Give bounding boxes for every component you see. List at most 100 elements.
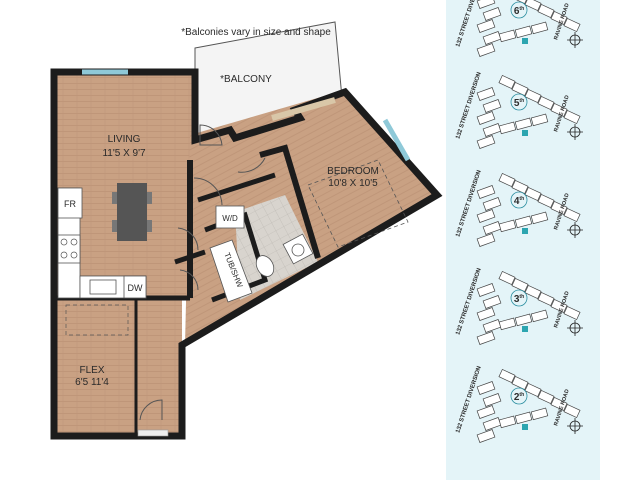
building-block <box>537 3 555 19</box>
building-block <box>524 284 542 300</box>
unit-highlight <box>522 228 528 234</box>
island-stool-3 <box>147 192 152 204</box>
building-block <box>482 393 502 407</box>
building-block <box>476 233 496 247</box>
building-block <box>514 25 533 39</box>
floor-suffix: th <box>519 196 524 202</box>
north-arrow-cross <box>567 418 583 434</box>
floor-suffix: th <box>519 98 524 104</box>
building-block <box>476 0 496 9</box>
fridge <box>57 187 83 219</box>
floor-number: 2th <box>514 392 524 403</box>
door-bath[interactable] <box>177 227 199 251</box>
floor-number: 4th <box>514 196 524 207</box>
building-block <box>476 307 496 321</box>
floor-number-circle <box>510 191 528 209</box>
building-block <box>511 277 529 293</box>
building-block <box>537 193 555 209</box>
island-stool-1 <box>112 192 117 204</box>
living-dimensions: 11'5 X 9'7 <box>102 148 146 159</box>
building-block <box>550 298 568 314</box>
building-block <box>511 375 529 391</box>
building-block <box>537 291 555 307</box>
building-block <box>498 219 517 233</box>
building-block <box>498 368 516 384</box>
window-bedroom <box>382 118 411 162</box>
building-block <box>524 88 542 104</box>
building-block <box>476 283 496 297</box>
building-block <box>563 17 581 33</box>
building-block <box>550 200 568 216</box>
building-block <box>498 270 516 286</box>
building-block <box>482 295 502 309</box>
door-hall[interactable] <box>193 177 223 206</box>
unit-outline <box>50 68 443 440</box>
flex-label: FLEX <box>79 365 104 376</box>
building-block <box>524 0 542 12</box>
door-entry-threshold <box>137 429 169 437</box>
building-block <box>511 179 529 195</box>
unit-highlight <box>522 326 528 332</box>
building-block <box>563 305 581 321</box>
door-balcony[interactable] <box>199 124 223 146</box>
building-block <box>476 331 496 345</box>
building-block <box>482 99 502 113</box>
building-block <box>563 403 581 419</box>
flex-furniture-outline <box>65 304 129 336</box>
range <box>57 234 81 264</box>
island-stool-4 <box>147 220 152 232</box>
unit-highlight <box>522 130 528 136</box>
door-entry[interactable] <box>139 399 163 421</box>
north-arrow-cross <box>567 32 583 48</box>
unit-highlight <box>522 424 528 430</box>
building-block <box>524 186 542 202</box>
living-label: LIVING <box>108 134 141 145</box>
building-block <box>498 121 517 135</box>
building-block <box>476 87 496 101</box>
washer-dryer <box>215 205 245 229</box>
bedroom-label: BEDROOM <box>327 166 379 177</box>
building-block <box>530 211 549 225</box>
building-block <box>563 109 581 125</box>
building-block <box>476 135 496 149</box>
building-block <box>476 43 496 57</box>
north-arrow-cross <box>567 124 583 140</box>
building-block <box>514 117 533 131</box>
building-block <box>482 197 502 211</box>
building-block <box>498 74 516 90</box>
building-block <box>530 407 549 421</box>
building-block <box>511 0 529 5</box>
building-block <box>476 381 496 395</box>
building-block <box>550 10 568 26</box>
floor-number-circle <box>510 93 528 111</box>
building-block <box>550 396 568 412</box>
building-block <box>537 389 555 405</box>
tub-shower <box>209 239 253 303</box>
bedroom-dimensions: 10'8 X 10'5 <box>328 178 378 189</box>
window-balcony-wall <box>271 97 336 121</box>
kitchen-island <box>117 183 147 241</box>
floor-number: 3th <box>514 294 524 305</box>
building-block <box>498 172 516 188</box>
floor-suffix: th <box>519 392 524 398</box>
building-block <box>530 113 549 127</box>
building-block <box>537 95 555 111</box>
door-closet[interactable] <box>179 269 199 291</box>
building-block <box>476 429 496 443</box>
floor-number-circle <box>510 289 528 307</box>
keyplan-strip <box>446 0 600 480</box>
door-bedroom[interactable] <box>237 157 266 173</box>
building-block <box>514 313 533 327</box>
building-block <box>514 411 533 425</box>
dishwasher-label: DW <box>128 283 143 293</box>
floor-number-circle <box>510 387 528 405</box>
dishwasher <box>123 275 147 299</box>
building-block <box>476 19 496 33</box>
balcony-label: *BALCONY <box>220 74 272 85</box>
bath-vanity <box>282 233 314 265</box>
kitchen-sink <box>89 279 117 295</box>
building-block <box>482 7 502 21</box>
building-block <box>563 207 581 223</box>
floor-suffix: th <box>519 6 524 12</box>
